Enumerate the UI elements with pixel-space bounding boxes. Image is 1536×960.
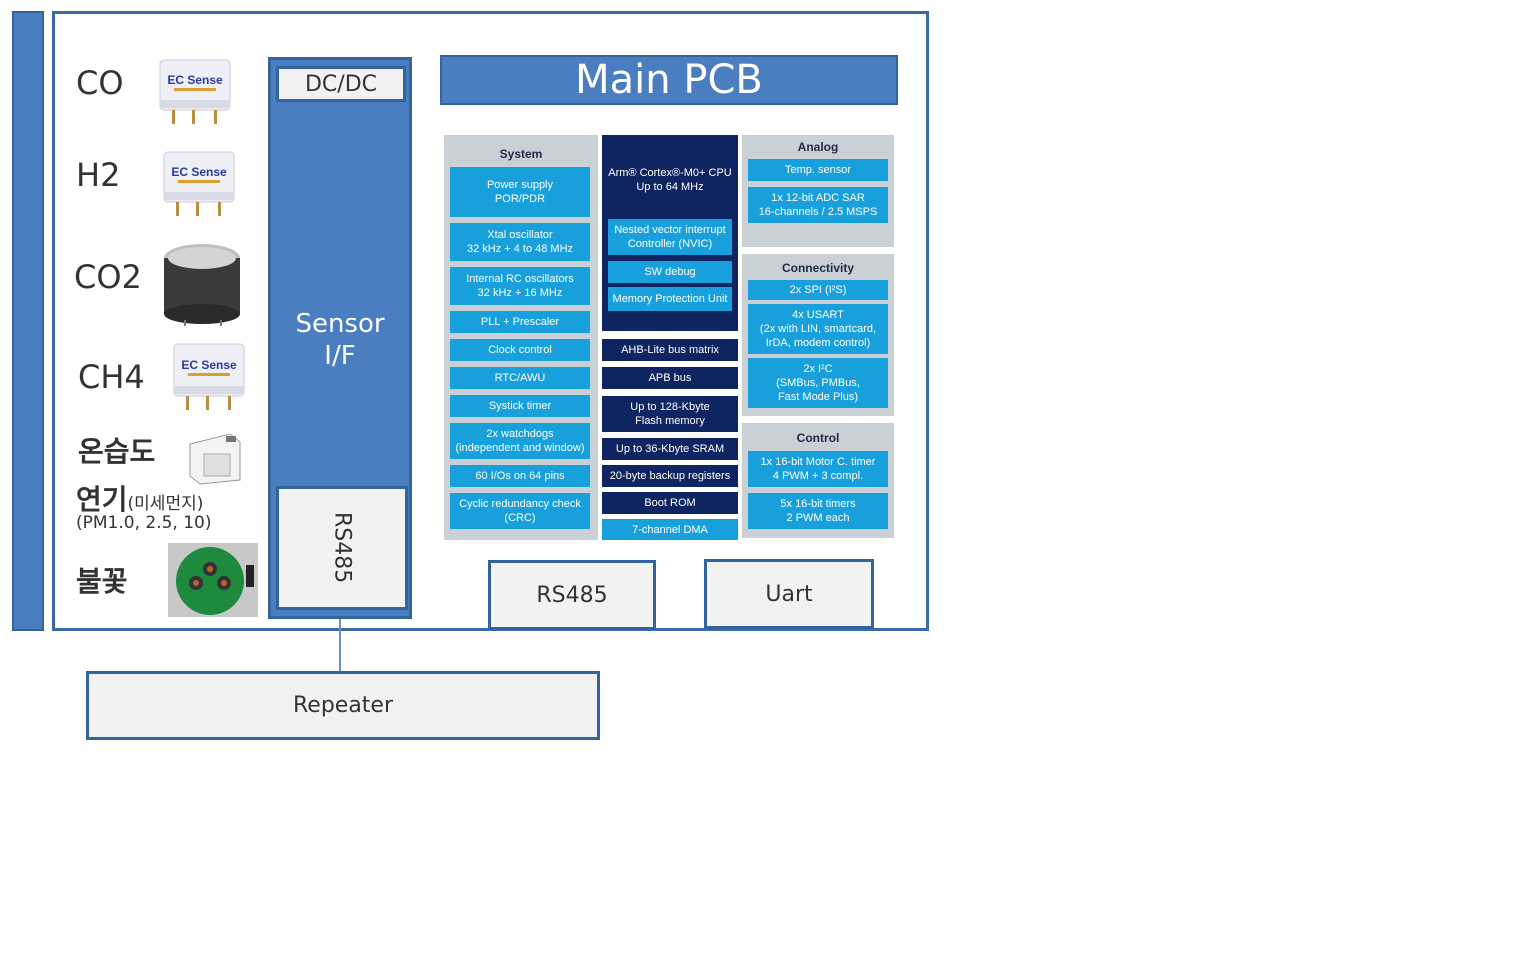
humidity-sensor-image: [186, 430, 244, 486]
analog-item: 1x 12-bit ADC SAR 16-channels / 2.5 MSPS: [748, 187, 888, 223]
core-item: 20-byte backup registers: [602, 465, 738, 487]
h2-sensor-image: EC Sense: [162, 150, 236, 220]
flame-sensor-image: [168, 543, 258, 617]
dcdc-box: DC/DC: [276, 66, 406, 102]
system-item: Internal RC oscillators 32 kHz + 16 MHz: [450, 267, 590, 305]
mpu-cell: Memory Protection Unit: [608, 287, 732, 311]
core-item: 7-channel DMA: [602, 519, 738, 540]
core-item: Up to 36-Kbyte SRAM: [602, 438, 738, 460]
system-item: 2x watchdogs (independent and window): [450, 423, 590, 459]
analog-panel: Analog Temp. sensor 1x 12-bit ADC SAR 16…: [742, 135, 894, 247]
system-item: Cyclic redundancy check (CRC): [450, 493, 590, 529]
core-column: Arm® Cortex®-M0+ CPU Up to 64 MHz Nested…: [602, 135, 738, 540]
ch4-sensor-image: EC Sense: [172, 342, 246, 414]
sensor-label-co2: CO2: [74, 258, 142, 296]
main-pcb-rs485-port: RS485: [488, 560, 656, 630]
sensor-label-h2: H2: [76, 156, 121, 194]
core-item: AHB-Lite bus matrix: [602, 339, 738, 361]
connectivity-panel-title: Connectivity: [781, 261, 854, 275]
rs485-repeater-connector-line: [339, 619, 341, 672]
control-item: 1x 16-bit Motor C. timer 4 PWM + 3 compl…: [748, 451, 888, 487]
core-item: Up to 128-Kbyte Flash memory: [602, 396, 738, 432]
system-item: PLL + Prescaler: [450, 311, 590, 333]
nvic-cell: Nested vector interrupt Controller (NVIC…: [608, 219, 732, 255]
connectivity-item: 2x I²C (SMBus, PMBus, Fast Mode Plus): [748, 358, 888, 408]
ec-sense-logo-text: EC Sense: [181, 358, 237, 372]
sensor-if-title-line2: I/F: [324, 341, 356, 371]
cpu-label: Arm® Cortex®-M0+ CPU Up to 64 MHz: [604, 159, 736, 201]
system-item: Systick timer: [450, 395, 590, 417]
control-item: 5x 16-bit timers 2 PWM each: [748, 493, 888, 529]
sensor-label-ch4: CH4: [78, 358, 145, 396]
ec-sense-logo-text: EC Sense: [171, 165, 227, 179]
system-item: 60 I/Os on 64 pins: [450, 465, 590, 487]
repeater-label: Repeater: [292, 693, 394, 718]
sensor-label-co: CO: [76, 64, 124, 102]
sensor-if-title-line1: Sensor: [295, 309, 385, 339]
sensor-label-flame: 불꽃: [76, 565, 128, 598]
main-pcb-rs485-label: RS485: [536, 582, 608, 608]
connectivity-panel: Connectivity 2x SPI (I²S) 4x USART (2x w…: [742, 254, 894, 416]
core-item: APB bus: [602, 367, 738, 389]
sensor-if-title: Sensor I/F: [272, 308, 408, 372]
dcdc-label: DC/DC: [304, 71, 377, 97]
system-item: Power supply POR/PDR: [450, 167, 590, 217]
connectivity-item: 4x USART (2x with LIN, smartcard, IrDA, …: [748, 304, 888, 354]
system-panel-title: System: [499, 147, 543, 161]
repeater-box: Repeater: [86, 671, 600, 740]
smoke-label-main: 연기: [76, 483, 128, 516]
smoke-pm-sizes: (PM1.0, 2.5, 10): [76, 513, 212, 533]
mcu-block-diagram: System Power supply POR/PDR Xtal oscilla…: [444, 133, 894, 540]
smoke-label-sub: (미세먼지): [127, 494, 204, 514]
system-item: RTC/AWU: [450, 367, 590, 389]
core-item: Boot ROM: [602, 492, 738, 514]
left-side-bar: [12, 11, 44, 631]
sensor-if-rs485-label: RS485: [329, 512, 355, 584]
main-pcb-uart-label: Uart: [765, 581, 813, 607]
analog-panel-title: Analog: [797, 140, 839, 154]
analog-item: Temp. sensor: [748, 159, 888, 181]
control-panel: Control 1x 16-bit Motor C. timer 4 PWM +…: [742, 423, 894, 538]
system-item: Xtal oscillator 32 kHz + 4 to 48 MHz: [450, 223, 590, 261]
connectivity-item: 2x SPI (I²S): [748, 280, 888, 300]
system-panel: System Power supply POR/PDR Xtal oscilla…: [444, 135, 598, 540]
sensor-if-rs485-box: RS485: [276, 486, 408, 610]
main-pcb-uart-port: Uart: [704, 559, 874, 629]
sensor-label-smoke: 연기(미세먼지): [76, 478, 203, 518]
ec-sense-logo-text: EC Sense: [167, 73, 223, 87]
system-item: Clock control: [450, 339, 590, 361]
co-sensor-image: EC Sense: [158, 58, 232, 128]
control-panel-title: Control: [796, 431, 840, 445]
swdebug-cell: SW debug: [608, 261, 732, 283]
sensor-label-humidity: 온습도: [78, 435, 156, 468]
co2-sensor-image: [162, 242, 244, 326]
main-pcb-title: Main PCB: [440, 55, 898, 105]
